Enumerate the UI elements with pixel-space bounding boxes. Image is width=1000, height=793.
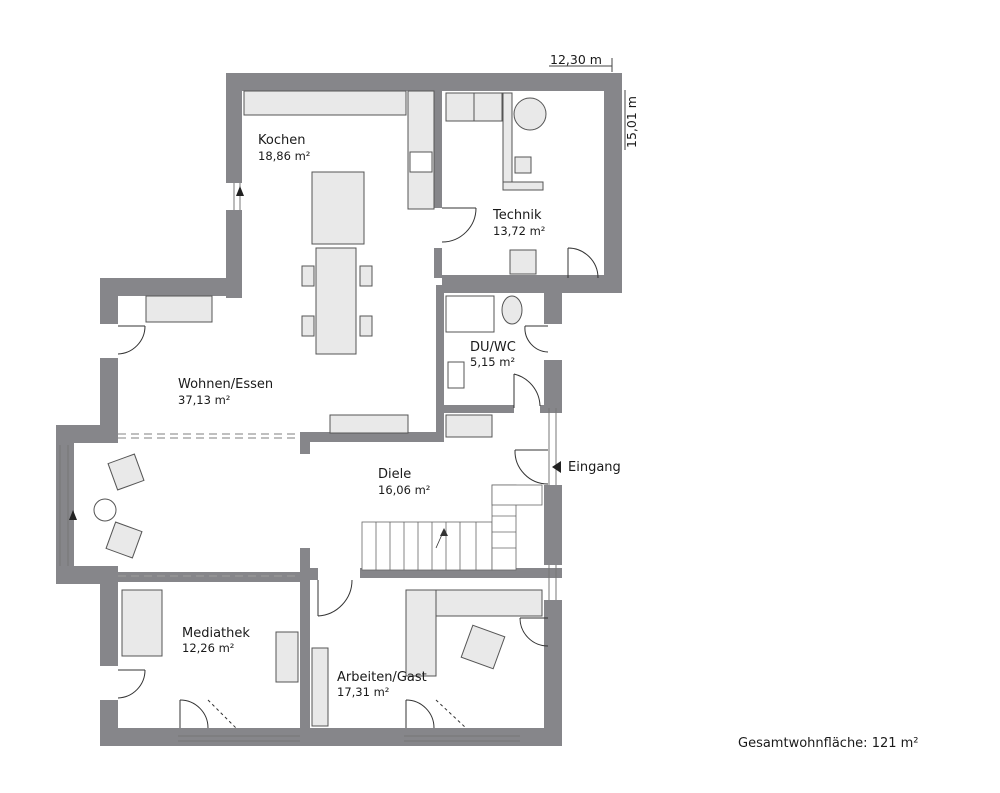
room-name-duwc: DU/WC (470, 340, 516, 355)
sliding-doors (118, 433, 300, 577)
room-name-technik: Technik (492, 208, 542, 223)
total-living-area: Gesamtwohnfläche: 121 m² (738, 736, 919, 751)
room-area-wohnen: 37,13 m² (178, 393, 230, 407)
room-name-wohnen: Wohnen/Essen (178, 377, 273, 392)
windows (59, 183, 557, 742)
room-name-diele: Diele (378, 467, 411, 482)
furniture (93, 90, 547, 727)
window-arrows (69, 186, 244, 520)
entrance-arrow-icon (552, 461, 561, 473)
room-name-mediathek: Mediathek (182, 626, 250, 641)
doors (117, 207, 599, 729)
entrance-label: Eingang (568, 460, 621, 475)
room-name-kochen: Kochen (258, 133, 305, 148)
room-area-mediathek: 12,26 m² (182, 641, 234, 655)
room-area-technik: 13,72 m² (493, 224, 545, 238)
room-name-arbeiten: Arbeiten/Gast (337, 670, 427, 685)
dimension-depth: 15,01 m (624, 96, 639, 148)
room-area-duwc: 5,15 m² (470, 355, 515, 369)
room-area-kochen: 18,86 m² (258, 149, 310, 163)
interior-walls (100, 88, 562, 746)
dimension-width: 12,30 m (550, 52, 602, 67)
room-area-diele: 16,06 m² (378, 483, 430, 497)
room-area-arbeiten: 17,31 m² (337, 685, 389, 699)
dimension-lines (549, 58, 626, 150)
staircase (361, 484, 543, 571)
exterior-walls (56, 73, 622, 746)
